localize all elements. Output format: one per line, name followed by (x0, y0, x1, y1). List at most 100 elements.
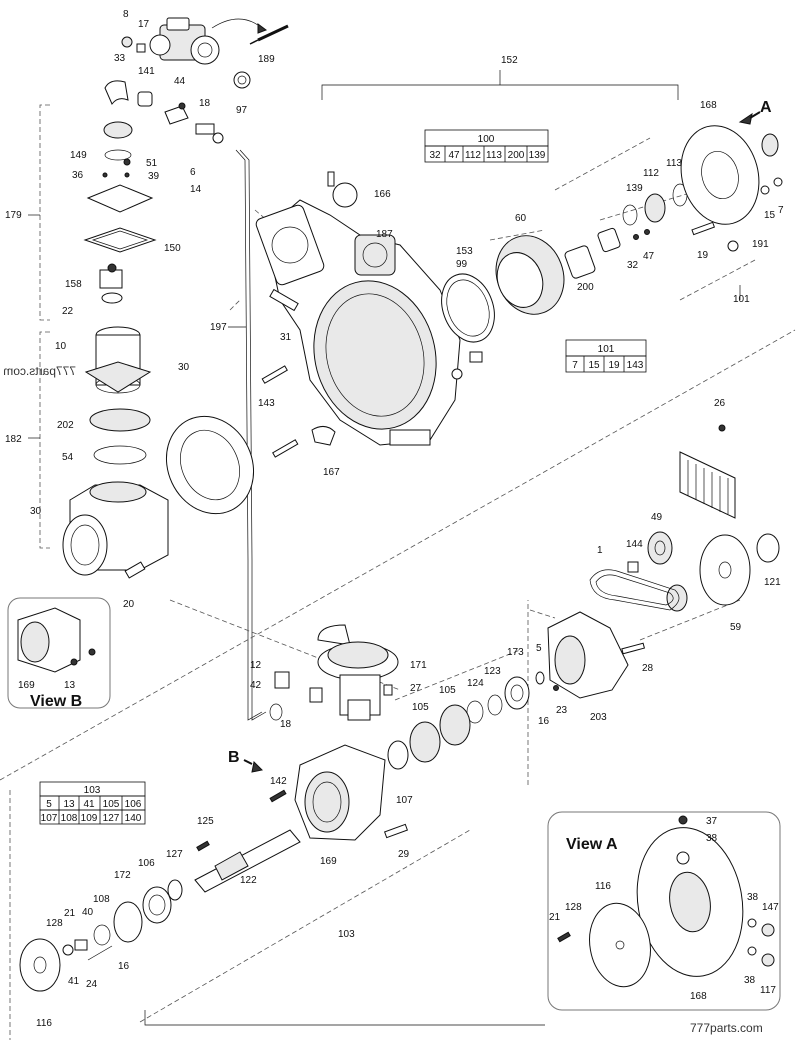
part-label: 20 (123, 599, 135, 610)
part-label: 23 (556, 705, 568, 716)
part-label: 125 (197, 816, 214, 827)
table-103-header: 103 (84, 785, 101, 796)
part-label: 14 (190, 184, 202, 195)
part-label: 169 (320, 856, 337, 867)
part-label: 13 (64, 680, 76, 691)
part-label: 105 (412, 702, 429, 713)
part-label: 187 (376, 229, 393, 240)
part-label: 29 (398, 849, 410, 860)
part-label: 38 (747, 892, 759, 903)
part-label: 51 (146, 158, 158, 169)
part-label: 38 (706, 833, 718, 844)
part-label: 12 (250, 660, 262, 671)
part-label: 15 (764, 210, 776, 221)
table-100-cell: 200 (508, 150, 525, 161)
table-100: 100 32 47 112 113 200 139 (424, 129, 549, 163)
table-103-cell: 13 (63, 799, 75, 810)
part-label: 112 (643, 168, 659, 179)
table-100-cell: 32 (429, 150, 441, 161)
part-label: 31 (280, 332, 292, 343)
view-b-marker: B (228, 749, 240, 766)
part-label: 123 (484, 666, 501, 677)
part-label: 30 (30, 506, 42, 517)
vacuum-pump-171[interactable] (269, 624, 399, 721)
part-label: 47 (643, 251, 655, 262)
part-label: 173 (507, 647, 524, 658)
part-label: 17 (138, 19, 150, 30)
guard-26[interactable] (679, 424, 736, 519)
part-label: 44 (174, 76, 186, 87)
screwdriver-189[interactable] (249, 24, 289, 45)
table-101: 101 7 15 19 143 (565, 339, 647, 373)
part-label: 21 (64, 908, 76, 919)
pump-housing-187[interactable] (255, 171, 461, 446)
part-label: 143 (258, 398, 275, 409)
view-a-title: View A (566, 836, 618, 853)
part-label: 103 (338, 929, 355, 940)
part-label: 168 (700, 100, 717, 111)
table-101-cell: 143 (627, 360, 644, 371)
table-100-cell: 139 (529, 150, 546, 161)
small-fittings[interactable] (104, 36, 251, 144)
part-label: 147 (762, 902, 779, 913)
part-label: 28 (642, 663, 654, 674)
part-label: 39 (148, 171, 160, 182)
bearing-parts[interactable] (387, 671, 559, 770)
view-b-title: View B (30, 693, 82, 710)
part-label: 16 (118, 961, 130, 972)
part-label: 166 (374, 189, 391, 200)
table-103-cell: 108 (61, 813, 78, 824)
part-label: 60 (515, 213, 527, 224)
front-cover-168[interactable] (670, 117, 783, 252)
housing-fasteners[interactable] (261, 288, 483, 458)
part-label: 24 (86, 979, 98, 990)
part-label: 30 (178, 362, 190, 373)
part-label: 7 (778, 205, 784, 216)
part-label: 19 (697, 250, 709, 261)
part-label: 106 (138, 858, 155, 869)
shaft-122[interactable] (19, 829, 301, 992)
table-101-cell: 7 (572, 360, 578, 371)
part-label: 127 (166, 849, 183, 860)
table-103-cell: 41 (83, 799, 95, 810)
part-label: 117 (760, 985, 776, 996)
impeller-group[interactable] (433, 183, 688, 349)
bearing-housing-203[interactable] (547, 611, 646, 699)
part-labels: 8 17 189 33 141 44 97 18 149 51 36 39 6 … (5, 9, 784, 1029)
part-label: 203 (590, 712, 607, 723)
part-label: 27 (410, 683, 422, 694)
part-label: 158 (65, 279, 82, 290)
table-100-cell: 47 (448, 150, 460, 161)
part-label: 142 (270, 776, 287, 787)
watermark: 777parts.com (690, 1021, 763, 1035)
part-label: 200 (577, 282, 594, 293)
part-label: 202 (57, 420, 74, 431)
part-label: 33 (114, 53, 126, 64)
part-label: 5 (536, 643, 542, 654)
part-label: 21 (549, 912, 561, 923)
part-label: 153 (456, 246, 473, 257)
top-cover-179[interactable] (83, 121, 157, 304)
part-label: 197 (210, 322, 227, 333)
table-100-cell: 113 (486, 150, 502, 161)
table-101-cell: 19 (608, 360, 620, 371)
table-103-cell: 140 (125, 813, 142, 824)
strainer-182[interactable] (62, 326, 169, 579)
pulleys-belt[interactable] (589, 531, 780, 612)
part-label: 139 (626, 183, 643, 194)
table-103-cell: 5 (46, 799, 52, 810)
gasket-large[interactable] (151, 402, 269, 528)
view-b-inset (7, 597, 111, 709)
part-label: 22 (62, 306, 74, 317)
valve-assembly-44[interactable] (149, 17, 268, 65)
part-label: 167 (323, 467, 340, 478)
table-100-header: 100 (478, 134, 495, 145)
table-101-header: 101 (598, 344, 615, 355)
part-label: 10 (55, 341, 67, 352)
part-label: 6 (190, 167, 196, 178)
part-label: 97 (236, 105, 248, 116)
part-label: 124 (467, 678, 484, 689)
bearing-housing-169[interactable] (196, 744, 409, 852)
part-label: 168 (690, 991, 707, 1002)
